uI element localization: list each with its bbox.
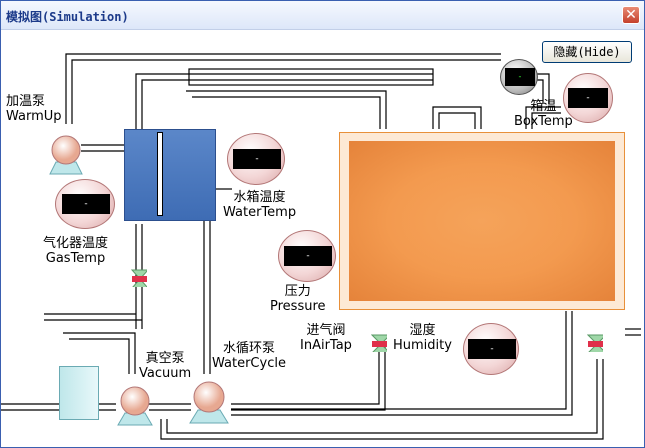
gastemp-gauge: - (55, 179, 115, 229)
vacuum-pump-icon[interactable] (114, 383, 156, 427)
warmup-pump-icon[interactable] (46, 132, 86, 176)
test-chamber (339, 132, 625, 310)
chamber-interior (349, 141, 615, 301)
right-valve-icon[interactable] (587, 334, 603, 352)
watertemp-gauge: - (227, 133, 285, 185)
pressure-display: - (284, 246, 332, 266)
close-icon[interactable]: ✕ (622, 6, 640, 24)
top-gauge-display: - (505, 68, 535, 86)
hide-button[interactable]: 隐藏(Hide) (542, 41, 632, 63)
inairtap-valve-icon[interactable] (371, 334, 387, 352)
humidity-display: - (468, 339, 516, 359)
gas-valve-icon[interactable] (131, 269, 147, 287)
title-bar: 模拟图(Simulation) ✕ (1, 1, 644, 30)
watercycle-pump-icon[interactable] (187, 379, 231, 425)
tank-level-indicator (157, 132, 163, 216)
water-tank (124, 129, 216, 221)
humidity-gauge: - (463, 323, 519, 375)
pressure-gauge: - (278, 230, 336, 282)
window-title: 模拟图(Simulation) (6, 10, 129, 24)
top-gauge: - (500, 59, 538, 95)
gastemp-display: - (62, 194, 110, 214)
watertemp-display: - (233, 149, 281, 169)
boxtemp-gauge: - (563, 73, 613, 123)
boxtemp-display: - (568, 88, 608, 108)
pipe-network (1, 53, 641, 440)
gas-container (59, 366, 99, 420)
